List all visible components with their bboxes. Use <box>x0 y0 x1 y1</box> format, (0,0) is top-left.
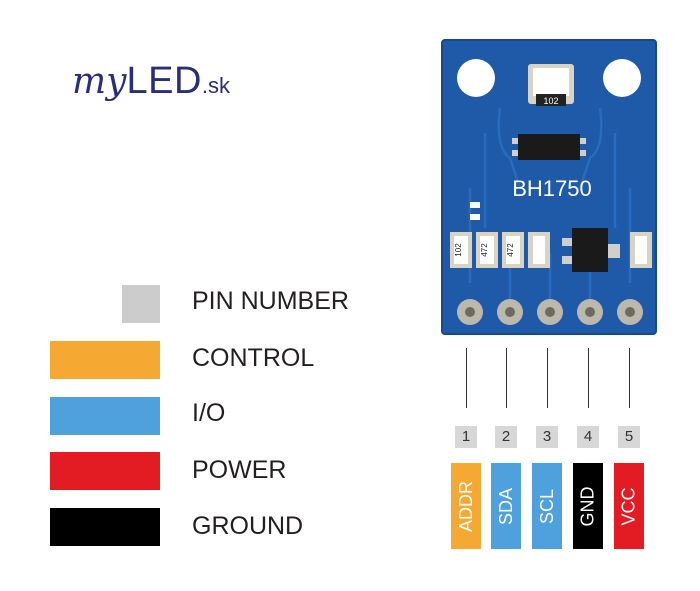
bh1750-board: 102 BH1750 102 472 472 <box>441 39 657 335</box>
resistor-top: 102 <box>528 64 574 106</box>
legend-label-io: I/O <box>192 399 226 427</box>
legend-swatch-io <box>50 397 160 435</box>
legend-swatch-ground <box>50 508 160 546</box>
chip-label: BH1750 <box>512 176 592 201</box>
pin-tag-vcc: VCC <box>614 463 644 549</box>
svg-text:472: 472 <box>506 243 515 257</box>
svg-text:472: 472 <box>480 243 489 257</box>
pin-lead-1 <box>466 348 467 408</box>
pin-number-2: 2 <box>495 426 517 448</box>
pin-tag-gnd: GND <box>573 463 603 549</box>
legend-swatch-pin-number <box>122 285 160 323</box>
mounting-hole-left <box>457 59 495 97</box>
pin-tag-addr: ADDR <box>451 463 481 549</box>
pin-number-5: 5 <box>618 426 640 448</box>
legend-label-control: CONTROL <box>192 344 315 372</box>
myled-logo: myLED.sk <box>72 60 231 102</box>
svg-text:102: 102 <box>454 243 463 257</box>
svg-text:102: 102 <box>543 96 558 106</box>
pin-lead-5 <box>629 348 630 408</box>
pin-lead-4 <box>588 348 589 408</box>
pin-number-4: 4 <box>577 426 599 448</box>
legend-label-ground: GROUND <box>192 512 304 540</box>
legend-label-pin-number: PIN NUMBER <box>192 287 349 315</box>
pin-number-1: 1 <box>455 426 477 448</box>
voltage-regulator <box>562 228 620 272</box>
pin-pads <box>457 299 643 325</box>
pin-number-3: 3 <box>536 426 558 448</box>
mounting-hole-right <box>603 59 641 97</box>
pin-tag-sda: SDA <box>491 463 521 549</box>
legend-swatch-power <box>50 452 160 490</box>
bh1750-chip <box>512 134 586 160</box>
legend-label-power: POWER <box>192 456 287 484</box>
resistor-row: 102 472 472 <box>450 232 652 268</box>
legend-swatch-control <box>50 341 160 379</box>
pin-lead-3 <box>547 348 548 408</box>
pin-tag-scl: SCL <box>532 463 562 549</box>
pin-lead-2 <box>506 348 507 408</box>
